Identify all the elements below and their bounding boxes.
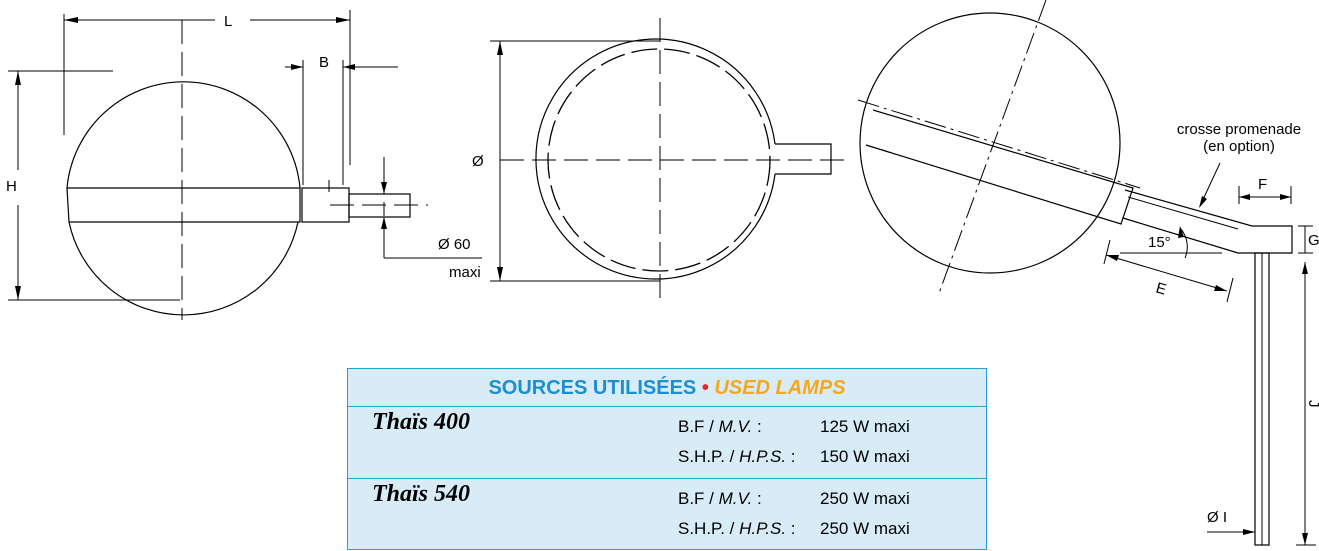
arrow-head (15, 286, 21, 300)
arrow-head (1302, 533, 1308, 545)
label-L: L (224, 13, 232, 30)
globe-outer-outline (535, 38, 776, 280)
label-B: B (319, 54, 329, 71)
lamp-type: S.H.P. / H.P.S. : (678, 447, 796, 466)
label-dia-60: Ø 60 (438, 236, 471, 253)
globe-upper-outline (66, 81, 301, 189)
arrow-head (343, 64, 355, 70)
lamp-power: 150 W maxi (820, 447, 910, 466)
title-bullet: • (701, 377, 709, 399)
arrow-head (1214, 285, 1227, 291)
label-F: F (1258, 176, 1267, 193)
lamp-spec-line: S.H.P. / H.P.S. : 250 W maxi (678, 519, 910, 539)
model-name: Thaïs 540 (372, 481, 471, 507)
arrow-head (1239, 194, 1250, 200)
arrow-head (291, 64, 303, 70)
annotation-line2: (en option) (1203, 138, 1275, 155)
model-name: Thaïs 400 (372, 409, 471, 435)
label-G: G (1308, 232, 1319, 249)
promenade-view: F G J Ø I E 15° crosse promenade (en opt… (857, 0, 1319, 546)
arrow-head (381, 182, 387, 194)
arrow-head (15, 71, 21, 85)
arrow-head (1178, 226, 1184, 238)
label-dia: Ø (472, 153, 484, 170)
arrow-head (1199, 196, 1207, 208)
label-J: J (1305, 400, 1319, 408)
dimension-line-E (1105, 254, 1228, 292)
label-angle: 15° (1148, 234, 1171, 251)
lamps-table: SOURCES UTILISÉES • USED LAMPS Thaïs 400… (347, 368, 987, 550)
arrow-head (1280, 194, 1291, 200)
table-row: Thaïs 400 B.F / M.V. : 125 W maxi S.H.P. … (348, 407, 986, 478)
table-row: Thaïs 540 B.F / M.V. : 250 W maxi S.H.P. … (348, 478, 986, 549)
label-dia-I: Ø I (1207, 509, 1227, 526)
arrow-head (381, 217, 387, 229)
arrow-head (64, 17, 78, 23)
globe-outline (859, 12, 1121, 274)
globe-lower-outline (68, 221, 299, 316)
lamp-type: B.F / M.V. : (678, 417, 762, 436)
globe-band (66, 187, 301, 223)
extension-line (1103, 239, 1111, 265)
annotation-line1: crosse promenade (1177, 121, 1301, 138)
arrow-head (497, 41, 503, 55)
side-view: L B H Ø 60 maxi (6, 10, 482, 320)
label-H: H (6, 178, 17, 195)
angle-arc (1179, 227, 1188, 259)
arm (1122, 189, 1293, 254)
lamp-spec-line: S.H.P. / H.P.S. : 150 W maxi (678, 447, 910, 467)
rotated-axis (937, 0, 1047, 297)
label-E: E (1154, 280, 1168, 299)
lamp-type: S.H.P. / H.P.S. : (678, 519, 796, 538)
extension-line (1226, 277, 1234, 303)
lamp-power: 125 W maxi (820, 417, 910, 436)
lamp-spec-line: B.F / M.V. : 250 W maxi (678, 489, 910, 509)
title-en: USED LAMPS (714, 377, 846, 399)
bracket-top (775, 143, 832, 175)
arm-line (1127, 196, 1239, 230)
table-header: SOURCES UTILISÉES • USED LAMPS (348, 369, 986, 407)
globe-band (865, 109, 1134, 225)
arrow-head (497, 267, 503, 281)
lamp-type: B.F / M.V. : (678, 489, 762, 508)
arrow-head (1243, 529, 1255, 535)
arrow-head (1106, 255, 1119, 261)
top-view: Ø (472, 18, 846, 305)
label-maxi: maxi (449, 264, 481, 281)
rotated-axis (857, 99, 1141, 189)
lamp-spec-line: B.F / M.V. : 125 W maxi (678, 417, 910, 437)
arrow-head (1302, 262, 1308, 274)
lamp-power: 250 W maxi (820, 519, 910, 538)
title-fr: SOURCES UTILISÉES (488, 377, 697, 399)
lamp-power: 250 W maxi (820, 489, 910, 508)
arrow-head (336, 17, 350, 23)
